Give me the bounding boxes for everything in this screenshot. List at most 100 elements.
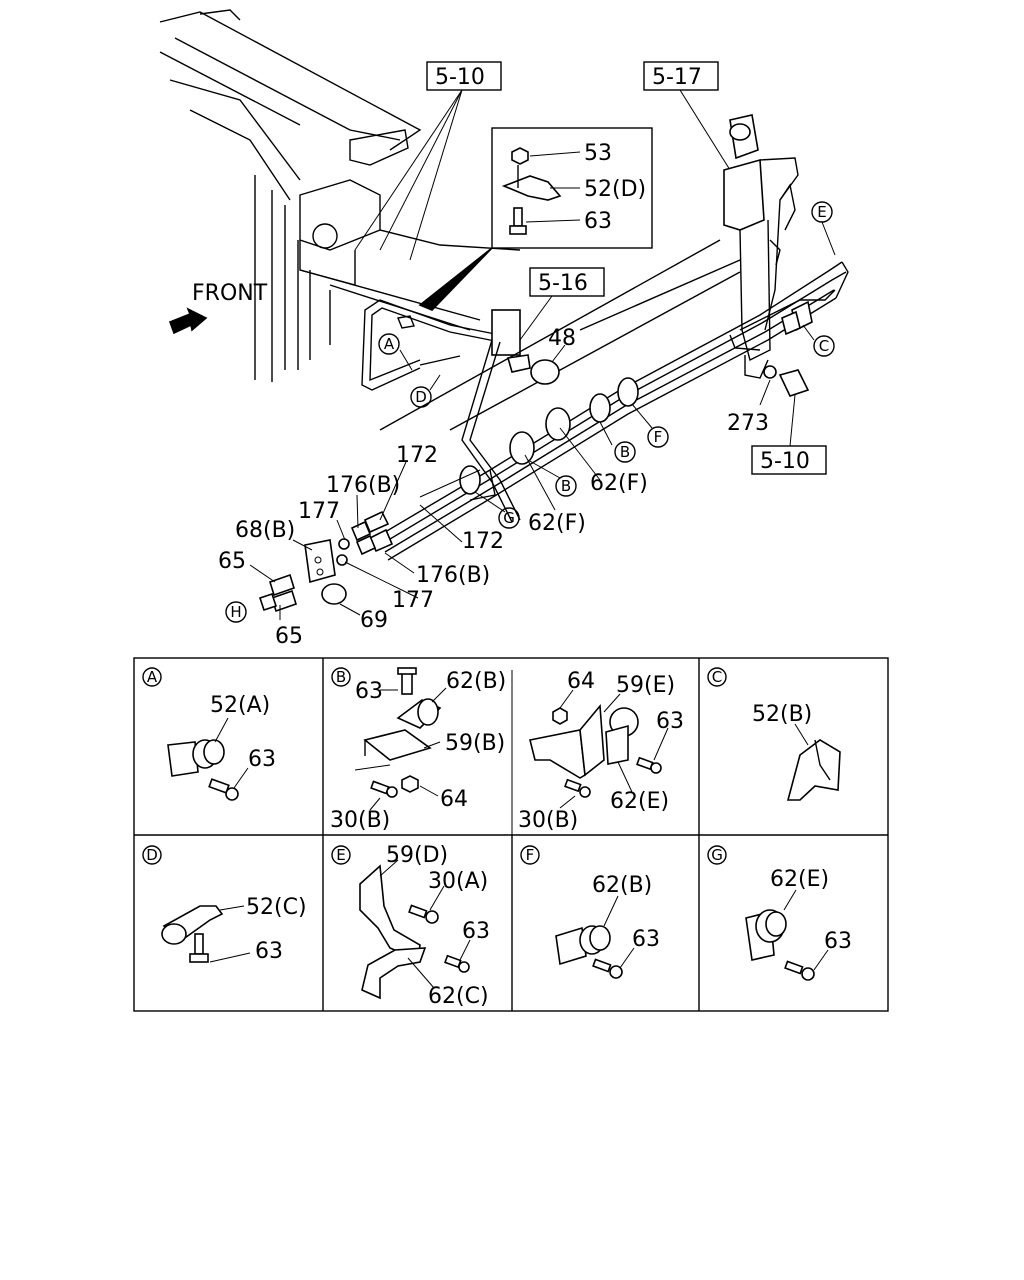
callout-62f-a: 62(F) — [590, 471, 648, 496]
bolt-icon — [513, 207, 523, 227]
svg-text:D: D — [415, 388, 427, 406]
detail-f-clip-icon — [555, 926, 587, 966]
detail-e: E 59(D) 30(A) 63 62(C) — [331, 843, 490, 1009]
front-indicator: FRONT — [168, 281, 268, 335]
leader-lines — [249, 221, 836, 620]
detail-e-clip-label: 62(C) — [428, 984, 489, 1009]
marker-g: G — [498, 507, 520, 529]
grommet-48: 48 — [506, 326, 576, 385]
nut-icon — [511, 147, 529, 165]
marker-a: A — [378, 333, 400, 355]
pipe-clip-f-upper — [617, 377, 639, 407]
callout-65-bottom: 65 — [275, 624, 303, 649]
svg-text:E: E — [817, 203, 826, 221]
detail-a-clip-label: 52(A) — [210, 693, 270, 718]
detail-e-bracket-label: 59(D) — [386, 843, 448, 868]
callout-176b-top: 176(B) — [326, 473, 400, 498]
callout-177-top: 177 — [298, 499, 340, 524]
marker-h: H — [225, 601, 247, 623]
callout-labels: 273 172 172 176(B) 176(B) 177 177 68(B) … — [218, 411, 769, 649]
inset-pointer — [418, 247, 493, 311]
front-label: FRONT — [192, 281, 268, 306]
ref-5-10-top-label: 5-10 — [435, 65, 485, 90]
callout-62f-b: 62(F) — [528, 511, 586, 536]
detail-b-key: B — [336, 668, 346, 686]
detail-g: G 62(E) 63 — [707, 845, 852, 981]
detail-f: F 62(B) 63 — [520, 845, 660, 979]
detail-g-key: G — [711, 846, 723, 864]
ref-box-5-10-top — [426, 61, 502, 91]
detail-e-clip-icon — [361, 947, 427, 1000]
callout-68b: 68(B) — [235, 518, 295, 543]
ref-box-5-16 — [529, 267, 605, 297]
callout-172-top: 172 — [396, 443, 438, 468]
detail-d-clip-label: 52(C) — [246, 895, 307, 920]
detail-a: A 52(A) 63 — [142, 667, 276, 801]
detail-f-clip-label: 62(B) — [592, 873, 652, 898]
marker-b-upper: B — [614, 441, 636, 463]
detail-a-key: A — [147, 668, 158, 686]
ref-5-17-label: 5-17 — [652, 65, 702, 90]
detail-c-key: C — [712, 668, 722, 686]
detail-e-bolt2-label: 63 — [462, 919, 490, 944]
detail-d-key: D — [146, 846, 158, 864]
detail-grid: A 52(A) 63 B — [133, 657, 889, 1012]
reference-boxes: 5-10 5-17 5-16 5-10 — [354, 61, 827, 475]
bracket-68b — [258, 539, 347, 613]
detail-f-key: F — [526, 846, 535, 864]
inset-clip-label: 52(D) — [584, 177, 646, 202]
detail-b-left-clip-label: 62(B) — [446, 669, 506, 694]
inset-nut-label: 53 — [584, 141, 612, 166]
callout-172-bottom: 172 — [462, 529, 504, 554]
detail-a-bolt-label: 63 — [248, 747, 276, 772]
detail-e-bolt-label: 30(A) — [428, 869, 488, 894]
bracket-icon — [304, 539, 336, 584]
svg-text:C: C — [819, 337, 829, 355]
callout-273: 273 — [727, 411, 769, 436]
detail-a-clip-base — [167, 741, 199, 777]
detail-b-right-clip-label: 62(E) — [610, 789, 669, 814]
detail-b-right-nut-icon — [552, 707, 568, 725]
detail-d-bolt-icon — [194, 933, 204, 955]
ref-box-5-10-bottom — [751, 445, 827, 475]
pipe-clip-62f — [545, 407, 571, 441]
front-arrow-icon — [168, 307, 208, 335]
pipe-clip-b-upper — [589, 393, 611, 423]
callout-48: 48 — [548, 326, 576, 351]
marker-e: E — [811, 201, 833, 223]
detail-b-left-bolt2-label: 30(B) — [330, 808, 390, 833]
svg-text:F: F — [654, 428, 663, 446]
detail-b-right-bracket-label: 59(E) — [616, 673, 675, 698]
inset-detail: 53 52(D) 63 — [418, 127, 653, 311]
detail-b-nut-icon — [401, 775, 419, 793]
detail-c-clip-icon — [786, 739, 841, 801]
detail-c-clip-label: 52(B) — [752, 702, 812, 727]
detail-d-bolt-label: 63 — [255, 939, 283, 964]
bracket-5-16 — [491, 309, 521, 356]
detail-c: C 52(B) — [707, 667, 841, 801]
callout-176b-bottom: 176(B) — [416, 563, 490, 588]
detail-b-right-bolt2-label: 30(B) — [518, 808, 578, 833]
svg-text:B: B — [561, 477, 571, 495]
callout-177-bottom: 177 — [392, 588, 434, 613]
detail-b-right-bolt-label: 63 — [656, 709, 684, 734]
detail-b-bracket-icon — [363, 729, 432, 761]
plug-69-icon — [321, 583, 347, 605]
marker-c: C — [813, 335, 835, 357]
detail-b-right-nut-label: 64 — [567, 669, 595, 694]
ref-box-5-17 — [643, 61, 719, 91]
detail-b: B 63 62(B) 59(B) 64 30(B) — [330, 667, 684, 833]
callout-65-top: 65 — [218, 549, 246, 574]
detail-b-right-clip-icon — [605, 724, 629, 765]
svg-text:H: H — [230, 603, 241, 621]
pipe-loop-left — [361, 239, 741, 523]
svg-text:A: A — [384, 335, 395, 353]
detail-g-clip-label: 62(E) — [770, 867, 829, 892]
ref-5-10-bottom-label: 5-10 — [760, 449, 810, 474]
marker-d: D — [410, 386, 432, 408]
inset-frame — [491, 127, 653, 249]
svg-text:B: B — [620, 443, 630, 461]
inset-bolt-label: 63 — [584, 209, 612, 234]
detail-b-right-bracket-icon — [529, 729, 586, 779]
